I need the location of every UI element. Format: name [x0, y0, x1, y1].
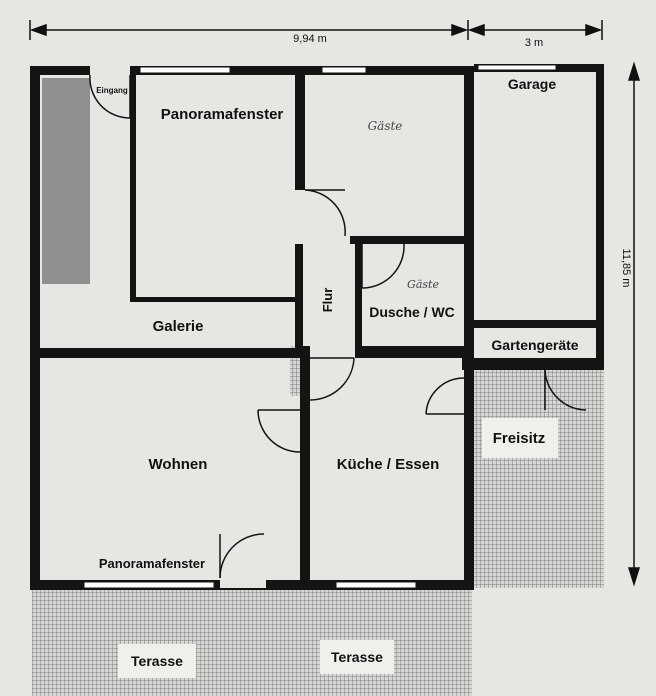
dim-height: 11,85 m [620, 249, 632, 288]
door-terrace [219, 533, 266, 588]
label-gaeste-top: Gäste [368, 119, 403, 133]
door-kueche-freisitz [425, 377, 465, 415]
dim-width-garage: 3 m [525, 37, 543, 49]
freisitz-label-box [482, 418, 558, 458]
label-terasse-right: Terasse [331, 649, 383, 665]
label-eingang: Eingang [96, 86, 128, 95]
label-gartengeraete: Gartengeräte [491, 337, 578, 353]
label-gaeste-bath: Gäste [407, 278, 439, 291]
window-gaeste [321, 66, 367, 74]
dimension-lines [29, 20, 641, 587]
door-bath [361, 243, 405, 289]
terrace-hatch [32, 588, 472, 696]
label-kueche-essen: Küche / Essen [337, 456, 440, 473]
window-panorama-top [139, 66, 231, 74]
door-gaeste [304, 189, 346, 237]
label-dusche-wc: Dusche / WC [369, 304, 455, 320]
label-wohnen: Wohnen [149, 456, 208, 473]
door-garden-shed [544, 369, 587, 411]
terasse-right-label-box [320, 640, 394, 674]
window-kueche [335, 581, 417, 589]
window-garage [477, 64, 557, 71]
freisitz-hatch [468, 368, 604, 588]
label-garage: Garage [508, 76, 556, 92]
label-panoramafenster-top: Panoramafenster [161, 106, 284, 123]
stairs-hatch [42, 78, 90, 284]
windows [83, 64, 557, 589]
hatched-areas [32, 78, 604, 696]
label-galerie: Galerie [153, 318, 204, 335]
door-wohnen [257, 409, 301, 453]
terasse-left-label-box [118, 644, 196, 678]
dim-width-main: 9,94 m [293, 33, 327, 45]
label-panoramafenster-bottom: Panoramafenster [99, 556, 205, 571]
label-flur: Flur [320, 288, 335, 313]
label-terasse-left: Terasse [131, 653, 183, 669]
label-freisitz: Freisitz [493, 430, 546, 447]
door-flur-kueche [309, 357, 355, 401]
window-panorama-bottom [83, 581, 215, 589]
doors [89, 73, 587, 588]
door-eingang [89, 73, 131, 119]
